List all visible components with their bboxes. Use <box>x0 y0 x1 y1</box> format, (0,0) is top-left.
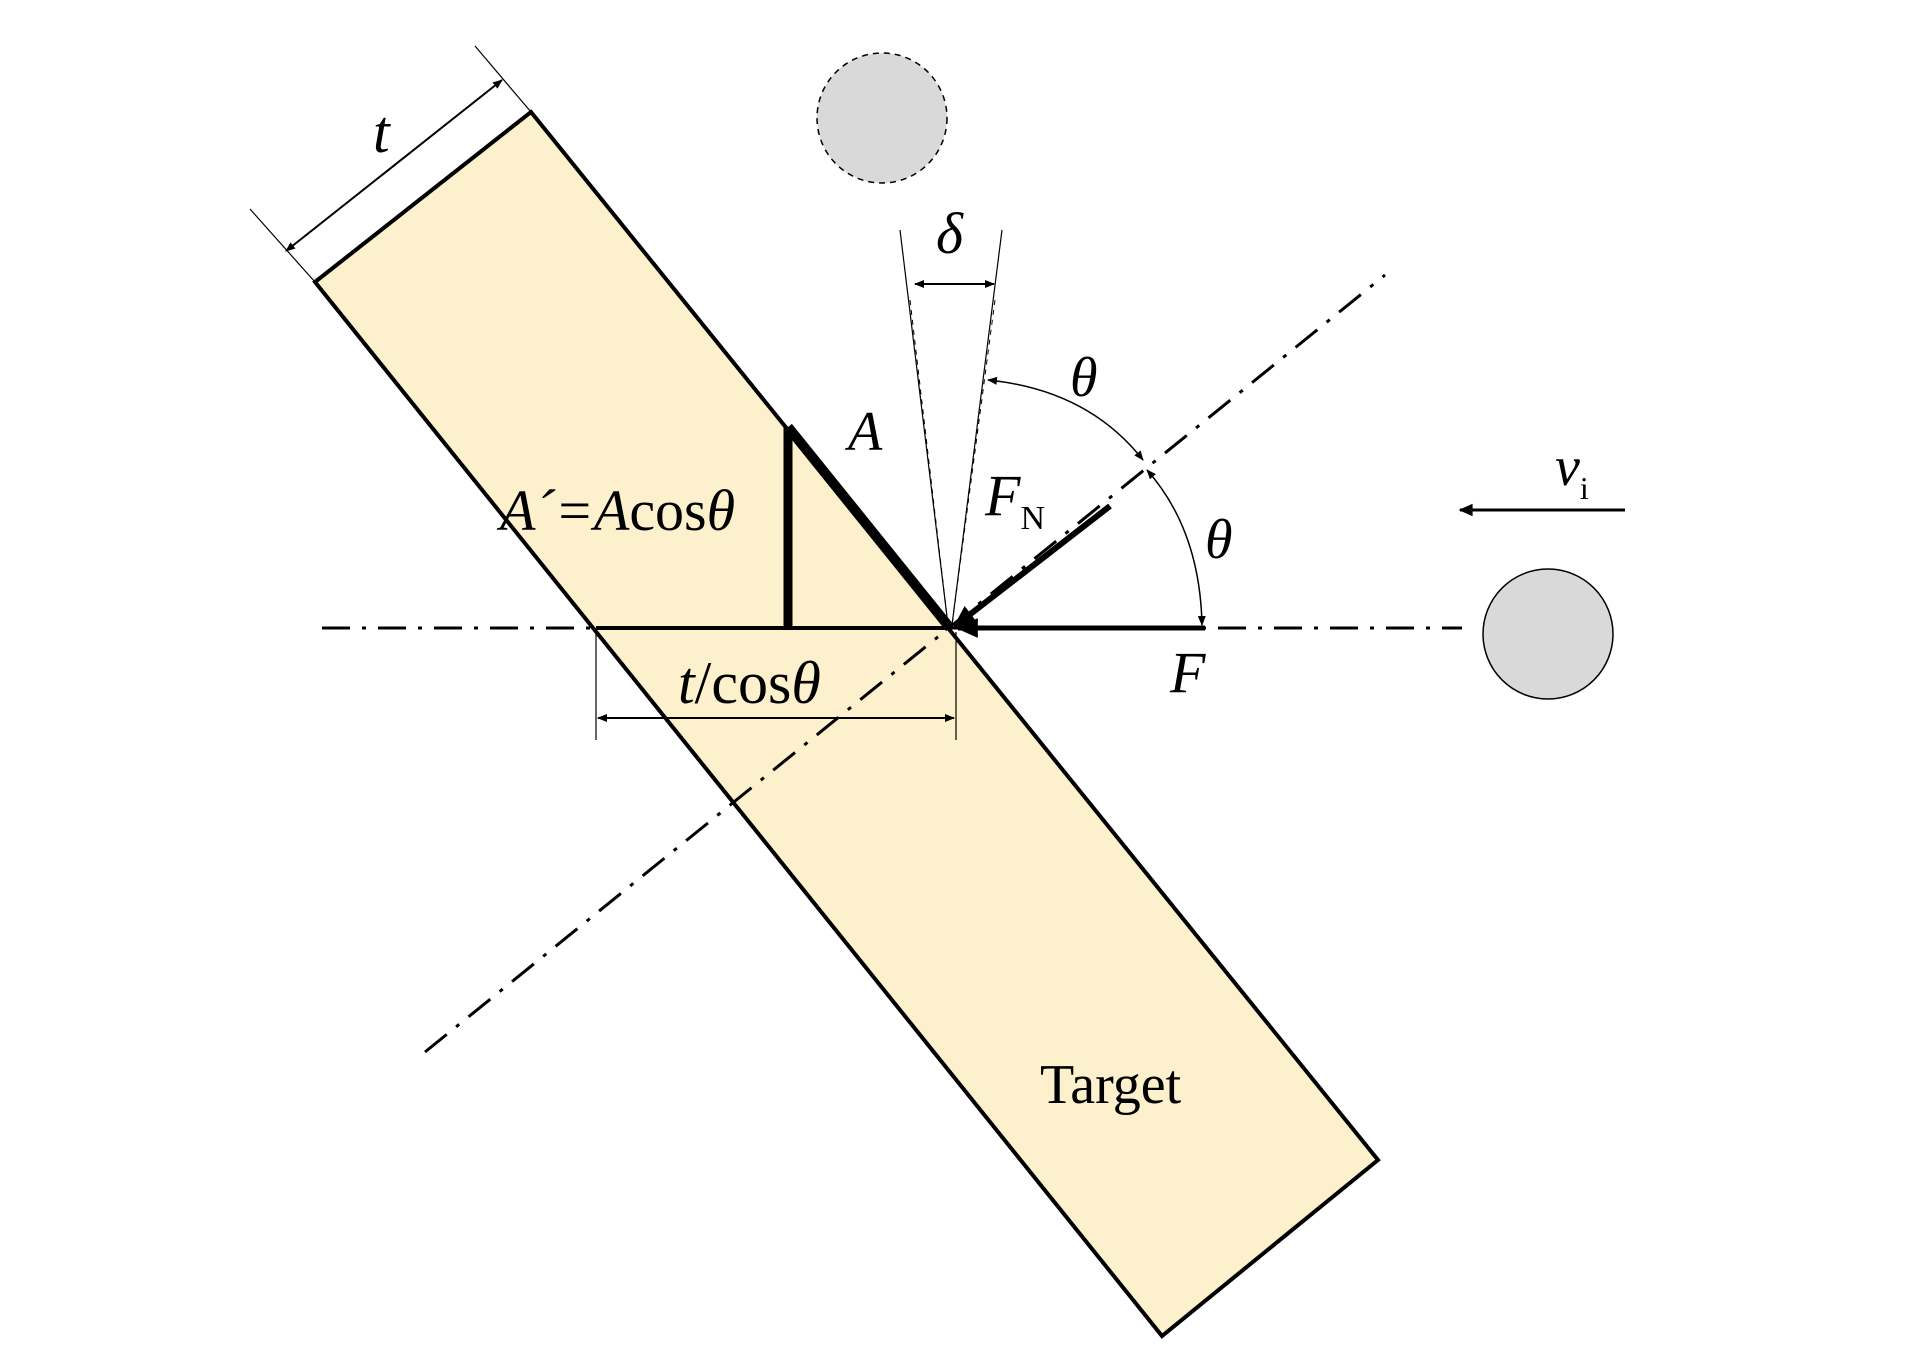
theta-right-label: θ <box>1205 509 1233 571</box>
projectile-deflected <box>816 52 948 184</box>
normal-force-sub: N <box>1020 500 1045 537</box>
projected-area-prefix: A´=A <box>496 478 630 543</box>
width-cos: /cos <box>695 650 792 716</box>
projected-area-theta: θ <box>707 478 736 543</box>
area-label: A <box>844 401 883 463</box>
normal-axis-line <box>424 273 1386 1054</box>
normal-force-label: FN <box>984 463 1045 537</box>
projected-area-label: A´=Acosθ <box>496 478 735 543</box>
width-label: t/cosθ <box>678 650 821 716</box>
projected-area-cos: cos <box>629 478 706 543</box>
target-plate <box>312 109 1381 1339</box>
theta-upper-label: θ <box>1070 347 1098 409</box>
width-dimension <box>595 632 957 740</box>
target-label: Target <box>1040 1054 1182 1116</box>
area-triangle <box>596 423 954 632</box>
velocity-sub: i <box>1580 470 1589 506</box>
thickness-dimension <box>249 45 532 283</box>
theta-arc-upper <box>987 376 1144 461</box>
normal-force-main: F <box>984 463 1021 528</box>
force-label: F <box>1169 640 1206 705</box>
projectile-incoming <box>1482 568 1614 700</box>
velocity-main: v <box>1555 436 1580 498</box>
velocity-label: vi <box>1555 436 1589 506</box>
width-t: t <box>678 650 696 716</box>
delta-cone <box>899 229 1003 626</box>
normal-force-arrow <box>953 503 1112 629</box>
theta-arc-lower <box>1146 469 1206 626</box>
thickness-label: t <box>373 99 391 165</box>
width-theta: θ <box>791 650 820 716</box>
delta-label: δ <box>936 201 964 266</box>
